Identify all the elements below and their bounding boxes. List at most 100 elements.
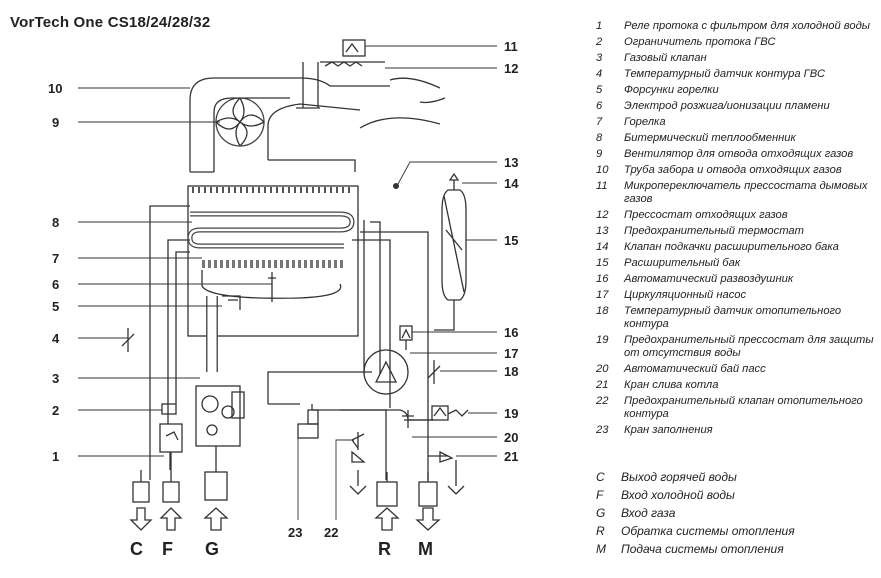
flue-duct	[189, 77, 390, 172]
legend-number: 4	[596, 68, 603, 80]
pressure-switch	[296, 39, 385, 109]
callout-19: 19	[504, 406, 518, 421]
connection-description: Подача системы отопления	[621, 542, 784, 556]
legend-text: Реле протока с фильтром для холодной вод…	[624, 20, 871, 32]
legend-item: 12 Прессостат отходящих газов	[596, 209, 878, 222]
callout-6: 6	[52, 277, 59, 292]
legend-number: 1	[596, 20, 603, 32]
legend-item: 4 Температурный датчик контура ГВС	[596, 68, 878, 81]
legend-text: Расширительный бак	[624, 257, 741, 269]
callout-22: 22	[324, 525, 338, 540]
legend-text: Предохранительный прессостат для защиты …	[624, 334, 874, 359]
legend-number: 13	[596, 225, 609, 237]
callout-12: 12	[504, 61, 518, 76]
legend-number: 2	[596, 36, 603, 48]
legend-number: 11	[596, 180, 608, 192]
callout-18: 18	[504, 364, 518, 379]
legend-item: 21 Кран слива котла	[596, 379, 878, 392]
legend-text: Вентилятор для отвода отходящих газов	[624, 148, 854, 160]
legend-text: Предохранительный термостат	[624, 225, 804, 237]
dhw-flow-switch	[159, 423, 183, 453]
connection-description: Вход газа	[621, 506, 676, 520]
callout-7: 7	[52, 251, 59, 266]
legend-text: Битермический теплообменник	[624, 132, 796, 144]
legend-text: Кран заполнения	[624, 424, 713, 436]
connection-g: G	[205, 539, 219, 559]
legend-item: 20 Автоматический бай пасс	[596, 363, 878, 376]
callout-15: 15	[504, 233, 518, 248]
legend-text: Прессостат отходящих газов	[624, 209, 788, 221]
legend-text: Микропереключатель прессостата дымовых г…	[624, 180, 868, 205]
circulation-pump	[363, 349, 409, 395]
connection-m: M	[418, 539, 433, 559]
callout-10: 10	[48, 81, 62, 96]
legend-text: Автоматический развоздушник	[624, 273, 794, 285]
callout-2: 2	[52, 403, 59, 418]
component-legend: 1 Реле протока с фильтром для холодной во…	[596, 20, 878, 440]
legend-number: 14	[596, 241, 609, 253]
legend-number: 6	[596, 100, 603, 112]
legend-number: 15	[596, 257, 609, 269]
legend-item: 18 Температурный датчик отопительного кон…	[596, 305, 878, 331]
legend-item: 15 Расширительный бак	[596, 257, 878, 270]
legend-text: Автоматический бай пасс	[624, 363, 766, 375]
legend-text: Циркуляционный насос	[624, 289, 747, 301]
legend-number: 19	[596, 334, 609, 346]
legend-text: Ограничитель протока ГВС	[624, 36, 776, 48]
expansion-tank	[441, 189, 467, 301]
legend-text: Газовый клапан	[624, 52, 707, 64]
dhw-pipe	[149, 205, 190, 480]
legend-number: 5	[596, 84, 603, 96]
gas-valve	[195, 385, 241, 447]
fan	[215, 97, 265, 147]
connection-description: Обратка системы отопления	[621, 524, 795, 538]
legend-text: Температурный датчик контура ГВС	[624, 68, 826, 80]
legend-item: 13 Предохранительный термостат	[596, 225, 878, 238]
connection-c: C	[130, 539, 143, 559]
legend-number: 10	[596, 164, 609, 176]
legend-item: 3 Газовый клапан	[596, 52, 878, 65]
legend-number: 12	[596, 209, 609, 221]
connection-legend-item: G Вход газа	[596, 506, 878, 520]
connection-key: R	[596, 524, 605, 538]
legend-text: Клапан подкачки расширительного бака	[624, 241, 839, 253]
connection-key: M	[596, 542, 606, 556]
callout-16: 16	[504, 325, 518, 340]
connection-description: Вход холодной воды	[621, 488, 735, 502]
connection-key: G	[596, 506, 606, 520]
legend-text: Температурный датчик отопительного конту…	[624, 305, 842, 330]
callout-20: 20	[504, 430, 518, 445]
callout-11: 11	[504, 39, 518, 54]
legend-item: 2 Ограничитель протока ГВС	[596, 36, 878, 49]
legend-number: 21	[596, 379, 609, 391]
callout-9: 9	[52, 115, 59, 130]
connection-description: Выход горячей воды	[621, 470, 737, 484]
legend-number: 20	[596, 363, 609, 375]
legend-item: 14 Клапан подкачки расширительного бака	[596, 241, 878, 254]
legend-number: 18	[596, 305, 609, 317]
legend-text: Труба забора и отвода отходящих газов	[624, 164, 842, 176]
burner	[202, 260, 346, 268]
legend-number: 3	[596, 52, 603, 64]
connection-legend-item: R Обратка системы отопления	[596, 524, 878, 538]
legend-text: Горелка	[624, 116, 666, 128]
callout-3: 3	[52, 371, 59, 386]
legend-item: 19 Предохранительный прессостат для защит…	[596, 334, 878, 360]
connection-key: F	[596, 488, 604, 502]
connection-legend-item: C Выход горячей воды	[596, 470, 878, 484]
legend-text: Кран слива котла	[624, 379, 719, 391]
diagram-title: VorTech One CS18/24/28/32	[10, 14, 211, 31]
callout-4: 4	[52, 331, 60, 346]
legend-number: 22	[596, 395, 609, 407]
connection-key: C	[596, 470, 605, 484]
combustion-chamber	[187, 185, 359, 337]
legend-item: 10 Труба забора и отвода отходящих газов	[596, 164, 878, 177]
